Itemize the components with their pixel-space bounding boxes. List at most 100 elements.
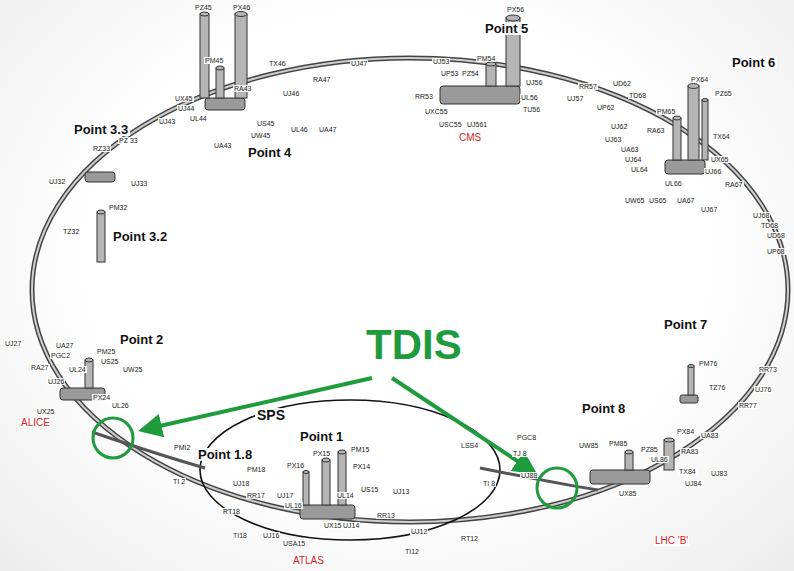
structure-code: RA43 [233, 85, 253, 92]
structure-code: PX14 [352, 463, 371, 470]
structure-code: UJ62 [610, 123, 628, 130]
structure-code: RA67 [724, 181, 744, 188]
transfer-line [92, 432, 205, 468]
structure-code: UP53 [440, 70, 460, 77]
structure-code: UX85 [618, 490, 638, 497]
structure-code: UL86 [650, 456, 669, 463]
structure-code: UJ43 [158, 118, 176, 125]
structure-code: UA67 [676, 197, 696, 204]
structure-code: UP68 [766, 248, 786, 255]
structure-code: RA27 [30, 364, 50, 371]
structure-code: PX16 [286, 462, 305, 469]
structure-code: UA47 [318, 126, 338, 133]
structure-code: PX24 [92, 394, 111, 401]
structure-code: PM85 [608, 440, 628, 447]
structure-code: USA15 [282, 540, 306, 547]
structure-code: UJ68 [752, 212, 770, 219]
point-label: Point 1 [298, 430, 345, 443]
experiment-name: LHC 'B' [654, 536, 689, 546]
structure-code: UL46 [290, 126, 309, 133]
structure-code: LSS4 [460, 442, 479, 449]
structure-code: PM45 [204, 57, 224, 64]
structure-code: UL66 [664, 180, 683, 187]
structure-code: US25 [100, 358, 120, 365]
structure-code: RA47 [312, 76, 332, 83]
structure-code: PM25 [96, 348, 116, 355]
structure-code: UJ14 [342, 522, 360, 529]
structure-code: TI 8 [482, 480, 496, 487]
structure-code: UJ18 [232, 480, 250, 487]
structure-code: PM65 [656, 108, 676, 115]
structure-code: PX84 [676, 428, 695, 435]
point-label: Point 3.2 [111, 230, 169, 243]
structure-code: US45 [256, 120, 276, 127]
structure-code: UJ16 [262, 532, 280, 539]
point-label: Point 3.3 [72, 123, 130, 136]
structure-code: TZ76 [708, 384, 726, 391]
structure-code: UA43 [213, 142, 233, 149]
structure-code: UJ47 [350, 60, 368, 67]
structure-code: US65 [648, 197, 668, 204]
structure-code: PMI2 [173, 444, 191, 451]
structure-code: UL14 [336, 492, 355, 499]
structure-code: UA83 [700, 432, 720, 439]
structure-code: UL56 [520, 94, 539, 101]
structure-code: UP62 [596, 104, 616, 111]
structure-code: UJ88 [520, 472, 538, 479]
structure-code: RR17 [246, 492, 266, 499]
structure-code: TI 2 [172, 478, 186, 485]
structure-code: UJ57 [566, 95, 584, 102]
structure-code: RA83 [680, 448, 700, 455]
structure-code: UJ67 [700, 206, 718, 213]
structure-code: TX46 [268, 60, 287, 67]
structure-code: PZ45 [194, 4, 213, 11]
experiment-name: ATLAS [292, 556, 325, 566]
structure-code: PZ85 [640, 446, 659, 453]
structure-code: UJ63 [604, 136, 622, 143]
point-label: Point 6 [730, 56, 777, 69]
structure-code: PZ 33 [118, 137, 139, 144]
caverns [60, 86, 705, 519]
structure-code: TI12 [404, 548, 420, 555]
structure-code: UJ66 [704, 168, 722, 175]
structure-code: UJ56 [525, 79, 543, 86]
experiment-name: CMS [458, 133, 482, 143]
structure-code: US15 [360, 486, 380, 493]
structure-code: PGC2 [50, 352, 71, 359]
structure-code: PX64 [690, 76, 709, 83]
structure-code: PM18 [246, 466, 266, 473]
structure-code: PM15 [350, 446, 370, 453]
point-label: Point 8 [580, 402, 627, 415]
tdis-location-circle [93, 418, 133, 458]
structure-code: UJ32 [48, 178, 66, 185]
structure-code: TD68 [628, 92, 647, 99]
structure-code: TX84 [678, 468, 697, 475]
structure-code: UW25 [122, 366, 143, 373]
structure-code: UW45 [250, 132, 271, 139]
structure-code: PZ65 [714, 90, 733, 97]
structure-code: PX56 [506, 6, 525, 13]
structure-code: UJ44 [177, 105, 195, 112]
structure-code: UX65 [710, 156, 730, 163]
structure-code: PM32 [108, 204, 128, 211]
structure-code: PX15 [312, 450, 331, 457]
structure-code: RT12 [460, 535, 479, 542]
point-label: Point 2 [118, 333, 165, 346]
tdis-callout: TDIS [366, 324, 462, 366]
structure-code: UJ12 [410, 528, 428, 535]
structure-code: UXC55 [424, 108, 449, 115]
structure-code: UD62 [612, 80, 632, 87]
structure-code: TU56 [522, 106, 541, 113]
structure-code: RT18 [222, 508, 241, 515]
pointer-arrow [392, 378, 534, 472]
lhc-ring [32, 58, 788, 522]
ring-name: SPS [255, 408, 287, 422]
structure-code: UL26 [111, 402, 130, 409]
structure-code: UW65 [624, 197, 645, 204]
structure-code: UJ26 [47, 378, 65, 385]
structure-code: TJ 8 [512, 450, 528, 457]
structure-code: PX46 [232, 4, 251, 11]
structure-code: UA63 [620, 146, 640, 153]
